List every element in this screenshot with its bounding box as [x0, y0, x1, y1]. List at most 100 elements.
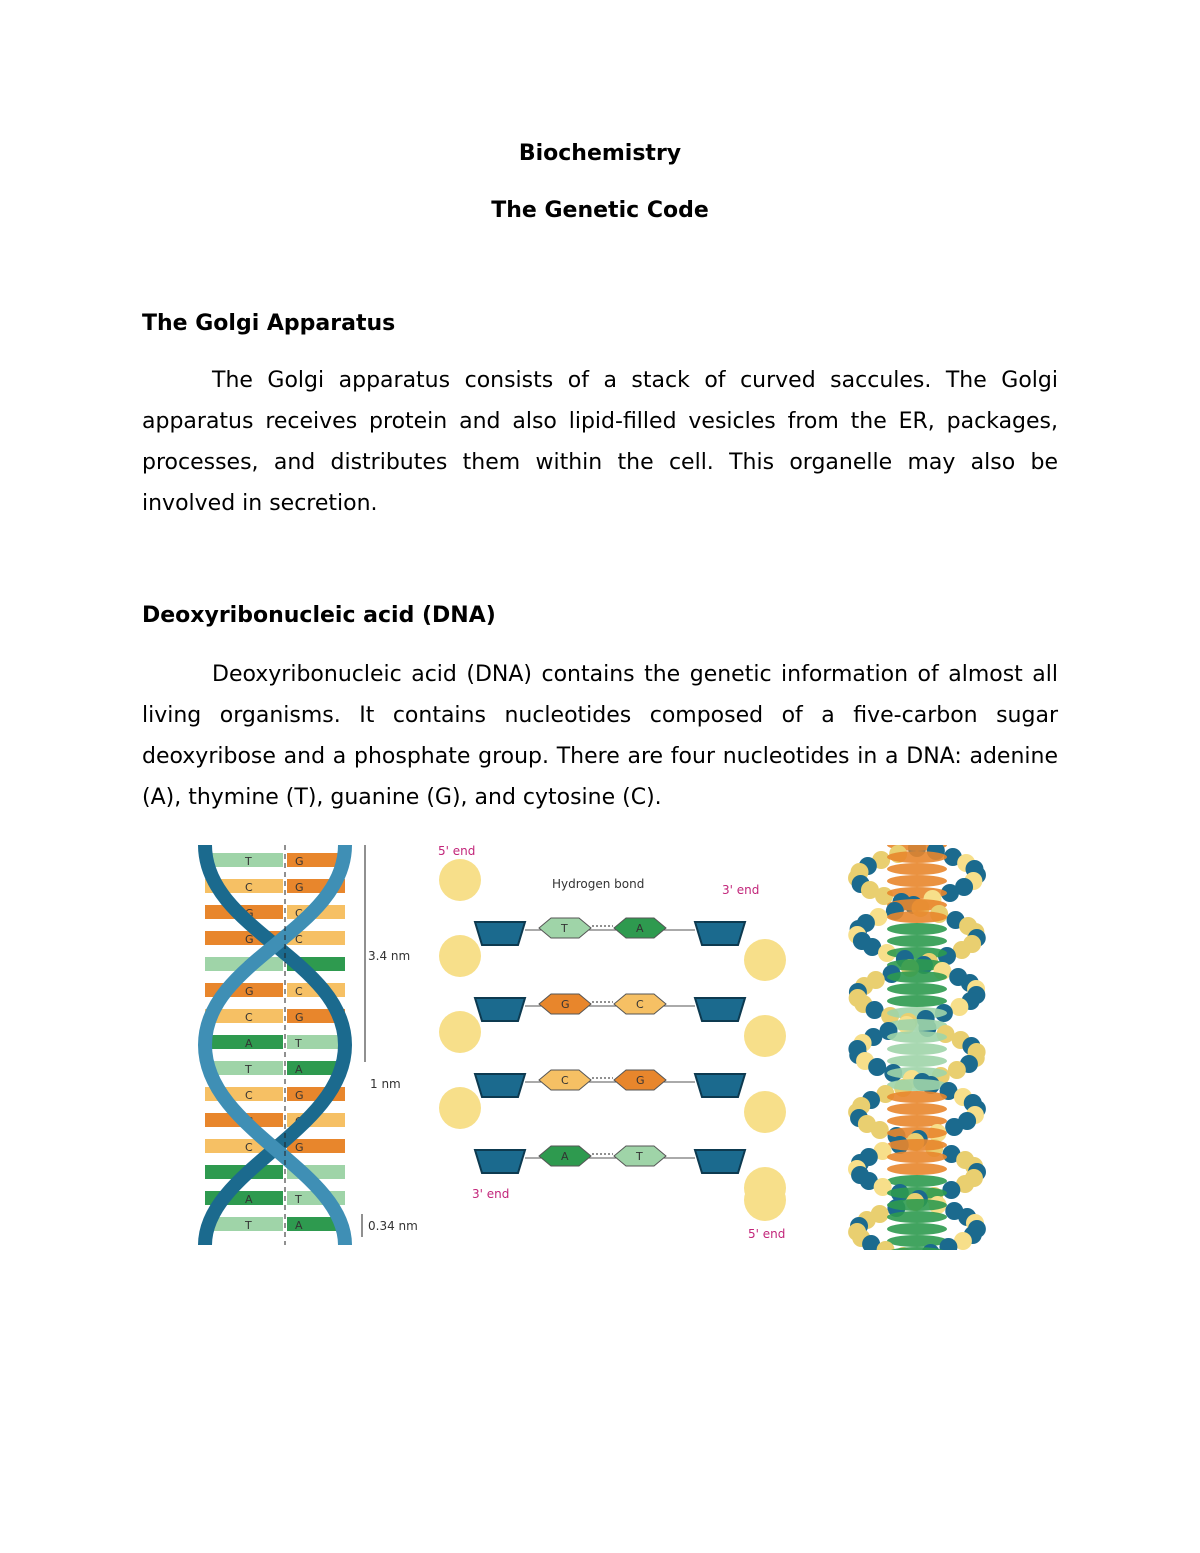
document-subtitle: The Genetic Code — [491, 198, 709, 223]
base-sphere — [887, 1175, 947, 1187]
atom-sphere — [873, 1142, 892, 1160]
base-sphere — [887, 923, 947, 935]
phosphate-group — [439, 859, 481, 901]
base-letter: C — [561, 1074, 569, 1087]
deoxyribose-sugar — [473, 997, 527, 1022]
rise-label: 0.34 nm — [368, 1219, 418, 1233]
base-sphere — [887, 1139, 947, 1151]
phosphate-group — [439, 1087, 481, 1129]
base-sphere — [887, 935, 947, 947]
base-sphere — [887, 1079, 947, 1091]
deoxyribose-sugar — [693, 1073, 747, 1098]
atom-sphere — [870, 1121, 889, 1139]
base-sphere — [887, 1235, 947, 1247]
nitrogenous-base — [613, 1069, 667, 1091]
atom-sphere — [862, 1235, 881, 1250]
atom-sphere — [863, 938, 882, 956]
base-letter: T — [244, 855, 252, 868]
phosphate-group — [744, 1015, 786, 1057]
base-sphere — [887, 1115, 947, 1127]
atom-sphere — [952, 941, 971, 959]
section-body-dna: Deoxyribonucleic acid (DNA) contains the… — [142, 662, 1058, 810]
base-sphere — [887, 1055, 947, 1067]
base-sphere — [887, 1019, 947, 1031]
base-sphere — [887, 851, 947, 863]
base-sphere — [887, 947, 947, 959]
pitch-label: 3.4 nm — [368, 949, 410, 963]
deoxyribose-sugar — [473, 1149, 527, 1174]
base-letter: C — [636, 998, 644, 1011]
atom-sphere — [947, 1061, 966, 1079]
nitrogenous-base — [538, 917, 592, 939]
base-letter: G — [245, 985, 254, 998]
base-letter: A — [295, 1219, 303, 1232]
base-letter: T — [244, 1063, 252, 1076]
nitrogenous-base — [613, 1145, 667, 1167]
base-letter: G — [561, 998, 570, 1011]
base-letter: G — [295, 1089, 304, 1102]
base-sphere — [887, 1211, 947, 1223]
five-end-bottom-label: 5' end — [748, 1227, 785, 1241]
deoxyribose-sugar — [693, 1149, 747, 1174]
base-letter: T — [294, 1193, 302, 1206]
three-end-top-label: 3' end — [722, 883, 759, 897]
base-sphere — [887, 959, 947, 971]
base-letter: C — [245, 1141, 253, 1154]
base-letter: G — [295, 855, 304, 868]
atom-sphere — [940, 884, 959, 902]
five-end-top-label: 5' end — [438, 844, 475, 858]
document-title: Biochemistry — [518, 141, 682, 166]
base-sphere — [887, 971, 947, 983]
nitrogenous-base — [538, 1145, 592, 1167]
phosphate-group — [439, 935, 481, 977]
atom-sphere — [942, 1145, 961, 1163]
atom-sphere — [942, 1181, 961, 1199]
base-letter: A — [295, 1063, 303, 1076]
section-heading-golgi: The Golgi Apparatus — [142, 311, 396, 336]
base-sphere — [887, 875, 947, 887]
base-letter: T — [294, 1037, 302, 1050]
hydrogen-bond-label: Hydrogen bond — [552, 877, 644, 891]
atom-sphere — [859, 1172, 878, 1190]
base-letter: A — [245, 1193, 253, 1206]
three-end-bottom-label: 3' end — [472, 1187, 509, 1201]
phosphate-group — [744, 1091, 786, 1133]
nucleotide-ladder-diagram: 5' end 3' end Hydrogen bond 3' end 5' en… — [438, 844, 786, 1241]
base-sphere — [891, 1247, 943, 1250]
base-sphere — [887, 1223, 947, 1235]
nitrogenous-base — [538, 1069, 592, 1091]
base-sphere — [887, 1163, 947, 1175]
deoxyribose-sugar — [473, 921, 527, 946]
base-sphere — [887, 1091, 947, 1103]
base-sphere — [887, 911, 947, 923]
base-letter: G — [295, 1011, 304, 1024]
base-sphere — [887, 1043, 947, 1055]
phosphate-group — [744, 939, 786, 981]
base-letter: C — [245, 881, 253, 894]
base-letter: A — [561, 1150, 569, 1163]
phosphate-group — [744, 1179, 786, 1221]
atom-sphere — [860, 881, 879, 899]
atom-sphere — [955, 878, 974, 896]
base-letter: A — [245, 1037, 253, 1050]
base-sphere — [887, 1151, 947, 1163]
nitrogenous-base — [613, 917, 667, 939]
base-letter: C — [295, 985, 303, 998]
base-letter: T — [244, 1219, 252, 1232]
base-letter: G — [295, 881, 304, 894]
backbone-strand — [197, 844, 352, 1246]
base-letter: G — [636, 1074, 645, 1087]
base-letter: G — [295, 1141, 304, 1154]
base-letter: C — [245, 1011, 253, 1024]
